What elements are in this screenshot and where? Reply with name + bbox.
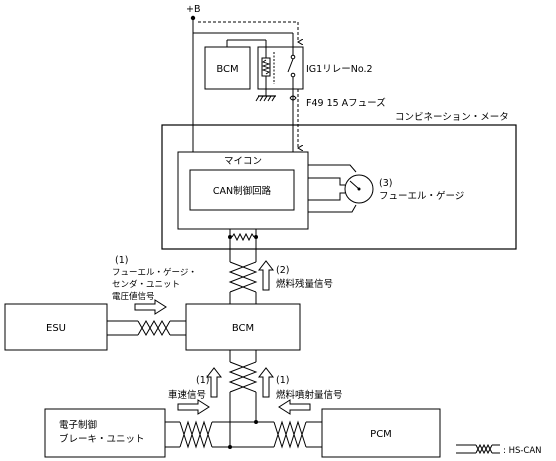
inject-num: (1) — [276, 375, 289, 386]
remain-num: (2) — [276, 265, 289, 276]
ground-symbol — [255, 89, 276, 102]
speed-label: 車速信号 — [168, 389, 206, 401]
ig-dashed-route — [198, 21, 298, 42]
relay-label: IG1リレーNo.2 — [306, 64, 373, 75]
inject-signal-arrow-up — [257, 367, 275, 398]
gauge-num: (3) — [379, 178, 392, 189]
can-bus-meter-bcm — [228, 246, 258, 304]
can-bus-esu-bcm — [107, 319, 186, 337]
bcm-mid-label: BCM — [232, 323, 254, 334]
speed-signal-arrow-up — [205, 367, 223, 398]
meter-label: コンビネーション・メータ — [395, 112, 509, 123]
bcm-top-box: BCM — [204, 46, 251, 90]
combination-meter — [161, 124, 517, 250]
bcm-mid-box: BCM — [185, 303, 301, 351]
ig1-relay — [257, 46, 304, 90]
inject-signal-arrow-left — [278, 399, 311, 415]
brake-unit-line2: ブレーキ・ユニット — [59, 433, 145, 445]
legend-label: : HS-CAN — [503, 446, 542, 456]
fuse-label: F49 15 Aフューズ — [306, 97, 386, 109]
sender-signal-arrow — [134, 299, 167, 315]
sender-line1: フューエル・ゲージ・ — [112, 267, 197, 278]
remain-label: 燃料残量信号 — [276, 278, 333, 290]
can-circuit-label: CAN制御回路 — [213, 185, 272, 197]
fuse-symbol — [289, 95, 297, 101]
brake-unit-line1: 電子制御 — [59, 419, 97, 431]
can-bus-bcm-bottom — [228, 350, 258, 447]
can-circuit-box — [189, 169, 295, 211]
fuel-gauge-dial — [344, 174, 374, 204]
sender-line3: 電圧値信号 — [112, 291, 155, 302]
bcm-top-label: BCM — [216, 64, 238, 75]
hs-can-legend: : HS-CAN — [456, 443, 542, 456]
supply-label: +B — [186, 4, 200, 15]
pcm-box: PCM — [321, 408, 441, 458]
gauge-label: フューエル・ゲージ — [379, 190, 464, 202]
remain-signal-arrow — [257, 260, 275, 291]
sender-line2: センダ・ユニット — [112, 279, 180, 290]
inject-label: 燃料噴射量信号 — [276, 389, 343, 401]
pcm-label: PCM — [370, 429, 392, 440]
sender-num: (1) — [115, 255, 128, 266]
brake-unit-box: 電子制御 ブレーキ・ユニット — [44, 408, 166, 458]
termination-resistor — [231, 232, 255, 242]
esu-label: ESU — [46, 323, 66, 334]
can-bus-bottom — [165, 420, 322, 449]
esu-box: ESU — [4, 303, 108, 351]
speed-signal-arrow-right — [177, 399, 210, 415]
micom-label: マイコン — [224, 156, 262, 167]
speed-num: (1) — [196, 375, 209, 386]
